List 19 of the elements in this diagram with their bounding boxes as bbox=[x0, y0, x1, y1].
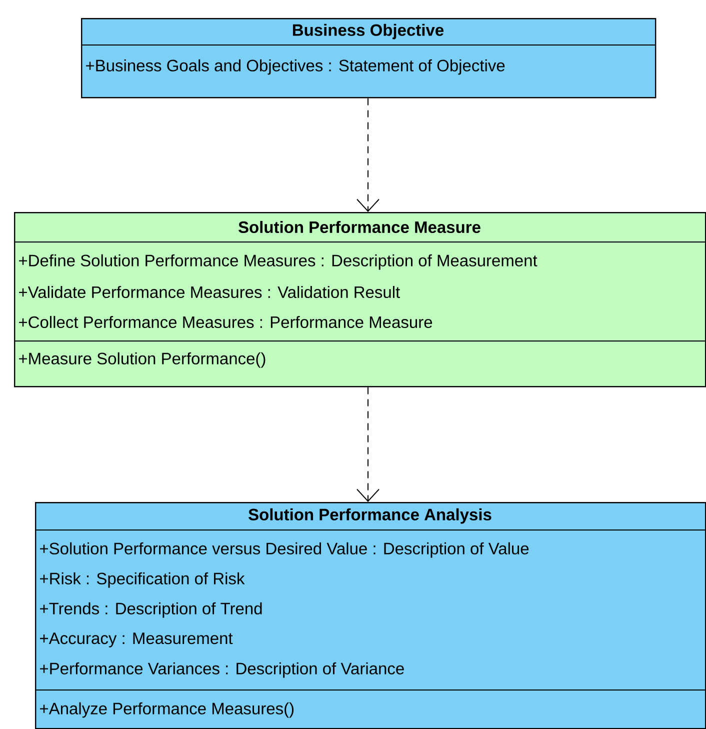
attribute-text: +Trends : Description of Trend bbox=[40, 602, 262, 618]
dependency-arrow bbox=[356, 386, 380, 502]
attribute-text: +Solution Performance versus Desired Value : Description of Value bbox=[40, 542, 529, 558]
dependency-arrow bbox=[356, 98, 380, 212]
attribute-text: +Validate Performance Measures : Validation Result bbox=[19, 286, 400, 298]
class-name: Solution Performance Analysis bbox=[248, 508, 492, 524]
attribute-text: +Business Goals and Objectives : Statement of Objective bbox=[86, 59, 505, 75]
attribute-text: +Performance Variances : Description of Variance bbox=[40, 662, 404, 678]
class-name: Business Objective bbox=[292, 24, 444, 40]
class-box bbox=[34, 502, 706, 729]
operation-text: +Analyze Performance Measures() bbox=[40, 702, 294, 718]
attribute-text: +Collect Performance Measures : Performance Measure bbox=[19, 316, 432, 328]
attribute-text: +Accuracy : Measurement bbox=[40, 632, 233, 648]
operation-text: +Measure Solution Performance() bbox=[19, 352, 266, 368]
attribute-text: +Define Solution Performance Measures : Description of Measurement bbox=[19, 254, 538, 270]
class-box bbox=[80, 18, 656, 98]
attribute-text: +Risk : Specification of Risk bbox=[40, 572, 245, 588]
class-box bbox=[14, 212, 706, 388]
class-name: Solution Performance Measure bbox=[238, 220, 480, 234]
